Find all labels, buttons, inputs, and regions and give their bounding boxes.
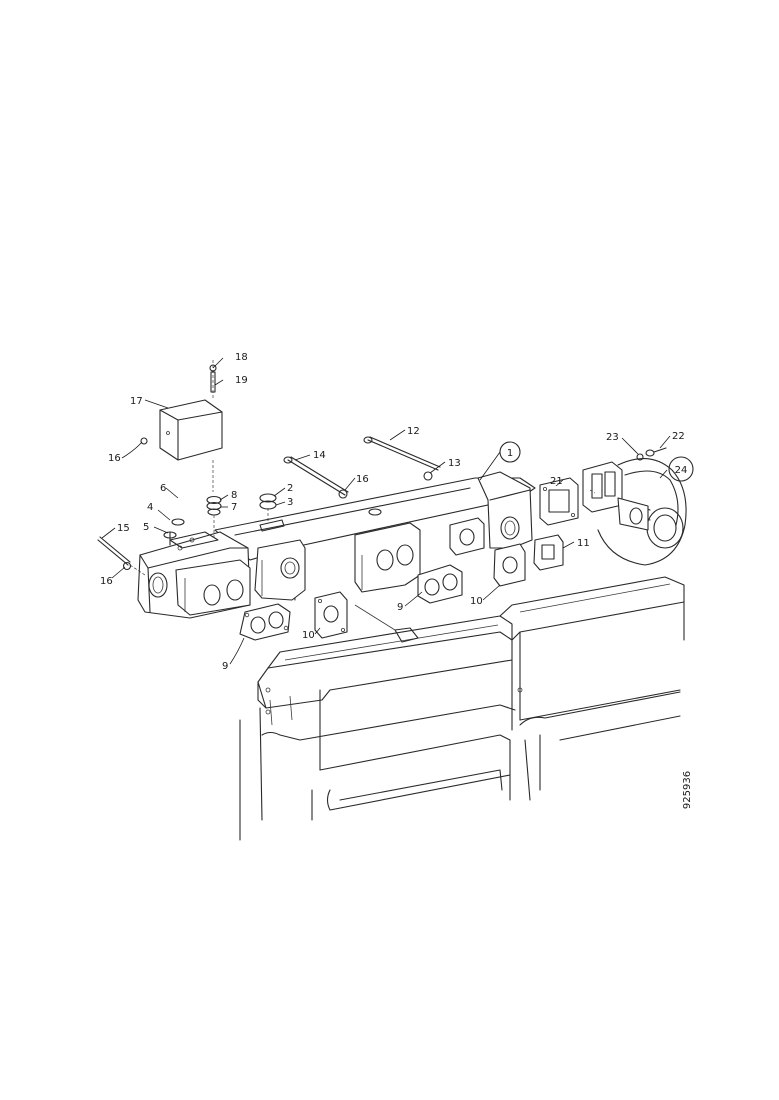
callout-label: 6 (160, 483, 166, 494)
heat-shield (159, 360, 223, 492)
callout-label: 5 (143, 522, 149, 533)
fasteners (97, 436, 667, 576)
callout-label: 23 (606, 432, 619, 443)
callout-labels: 1 2 3 4 5 6 7 8 9 9 10 10 11 12 13 14 15… (100, 352, 687, 672)
callout-label: 10 (302, 630, 315, 641)
callout-label: 15 (117, 523, 130, 534)
callout-label: 8 (231, 490, 237, 501)
callout-label: 12 (407, 426, 420, 437)
callout-label: 21 (550, 476, 563, 487)
callout-label: 22 (672, 431, 685, 442)
callout-label: 13 (448, 458, 461, 469)
callout-label: 1 (507, 448, 513, 459)
callout-label: 16 (108, 453, 121, 464)
callout-label: 9 (222, 661, 228, 672)
exhaust-manifold (137, 471, 536, 643)
engine-block (239, 576, 685, 841)
callout-label: 14 (313, 450, 326, 461)
callout-label: 10 (470, 596, 483, 607)
callout-24-circle (668, 456, 694, 482)
callout-label: 17 (130, 396, 143, 407)
callout-label: 16 (356, 474, 369, 485)
callout-1-circle (499, 441, 521, 463)
turbocharger-assembly (539, 458, 687, 566)
callout-label: 16 (100, 576, 113, 587)
callout-label: 4 (147, 502, 153, 513)
callout-label: 19 (235, 375, 248, 386)
callout-label: 11 (577, 538, 590, 549)
callout-label: 3 (287, 497, 293, 508)
callout-label: 24 (675, 465, 688, 476)
drawing-number: 925936 (682, 771, 693, 809)
callout-label: 2 (287, 483, 293, 494)
callout-label: 18 (235, 352, 248, 363)
callout-label: 9 (397, 602, 403, 613)
gaskets (239, 517, 564, 641)
callout-leaders (101, 357, 671, 665)
callout-label: 7 (231, 502, 237, 513)
